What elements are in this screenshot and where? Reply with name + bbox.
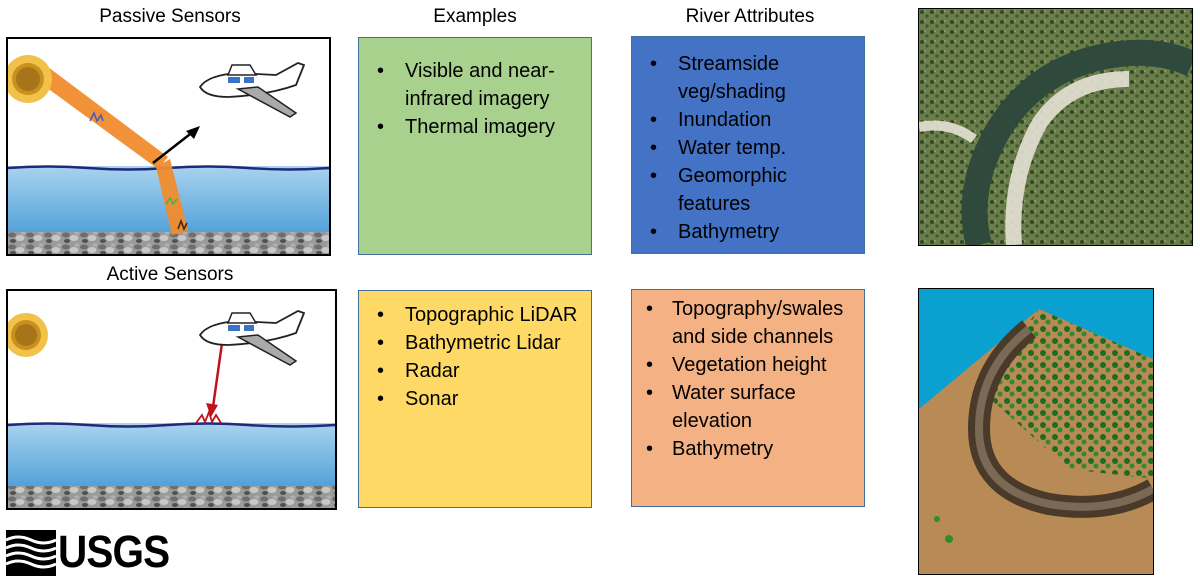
list-item: Streamside veg/shading [632, 50, 864, 106]
active-examples-list: Topographic LiDAR Bathymetric Lidar Rada… [359, 301, 591, 413]
lidar-terrain-render [918, 288, 1154, 575]
aerial-river-photo [918, 8, 1193, 246]
passive-attributes-box: Streamside veg/shading Inundation Water … [631, 36, 865, 254]
passive-examples-list: Visible and near-infrared imagery Therma… [359, 57, 591, 141]
examples-heading: Examples [433, 6, 517, 27]
sun-icon [8, 55, 52, 103]
active-attributes-box: Topography/swales and side channels Vege… [631, 289, 865, 507]
list-item: Inundation [632, 106, 864, 134]
list-item: Bathymetry [632, 435, 864, 463]
list-item: Thermal imagery [359, 113, 591, 141]
list-item: Geomorphic features [632, 162, 864, 218]
list-item: Bathymetric Lidar [359, 329, 591, 357]
passive-sensors-heading: Passive Sensors [99, 6, 241, 27]
river-attributes-heading: River Attributes [685, 6, 815, 27]
passive-attributes-list: Streamside veg/shading Inundation Water … [632, 50, 864, 246]
list-item: Water temp. [632, 134, 864, 162]
active-sensors-heading: Active Sensors [106, 264, 234, 285]
list-item: Radar [359, 357, 591, 385]
list-item: Vegetation height [632, 351, 864, 379]
usgs-logo: USGS [6, 528, 176, 576]
active-attributes-list: Topography/swales and side channels Vege… [632, 295, 864, 463]
list-item: Bathymetry [632, 218, 864, 246]
list-item: Topographic LiDAR [359, 301, 591, 329]
passive-examples-box: Visible and near-infrared imagery Therma… [358, 37, 592, 255]
active-sensor-diagram [6, 289, 337, 510]
list-item: Water surface elevation [632, 379, 864, 435]
list-item: Sonar [359, 385, 591, 413]
list-item: Visible and near-infrared imagery [359, 57, 591, 113]
passive-sensor-diagram [6, 37, 331, 256]
arrow-icon [195, 335, 225, 425]
airplane-icon [198, 62, 306, 118]
arrow-icon [152, 126, 200, 164]
sun-icon [8, 313, 48, 357]
airplane-icon [198, 310, 306, 366]
usgs-logo-text: USGS [58, 526, 170, 577]
active-examples-box: Topographic LiDAR Bathymetric Lidar Rada… [358, 290, 592, 508]
list-item: Topography/swales and side channels [632, 295, 864, 351]
